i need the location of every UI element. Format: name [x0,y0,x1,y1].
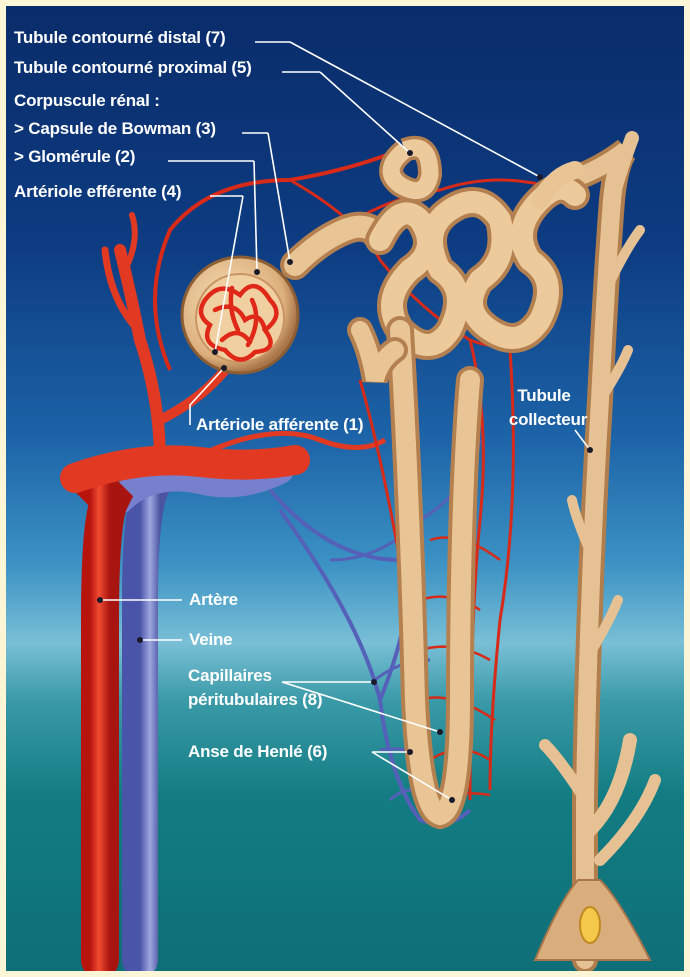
renal-corpuscle [182,257,298,373]
label-glomerulus: > Glomérule (2) [14,147,135,167]
label-loop-of-henle: Anse de Henlé (6) [188,742,327,762]
label-peritubular-capillaries-line2: péritubulaires (8) [188,690,322,710]
label-peritubular-capillaries-line1: Capillaires [188,666,272,686]
label-afferent-arteriole: Artériole afférente (1) [196,415,363,435]
nephron-illustration: Tubule contourné distal (7) Tubule conto… [6,6,684,971]
nephron-tubule [295,148,575,815]
label-efferent-arteriole: Artériole efférente (4) [14,182,181,202]
label-vein: Veine [189,630,232,650]
label-distal-tubule: Tubule contourné distal (7) [14,28,226,48]
label-bowman-capsule: > Capsule de Bowman (3) [14,119,216,139]
label-collecting-tubule-line1: Tubule [506,386,582,406]
label-artery: Artère [189,590,238,610]
label-renal-corpuscle: Corpuscule rénal : [14,91,160,111]
label-collecting-tubule-line2: collecteur [506,410,590,430]
label-proximal-tubule: Tubule contourné proximal (5) [14,58,252,78]
